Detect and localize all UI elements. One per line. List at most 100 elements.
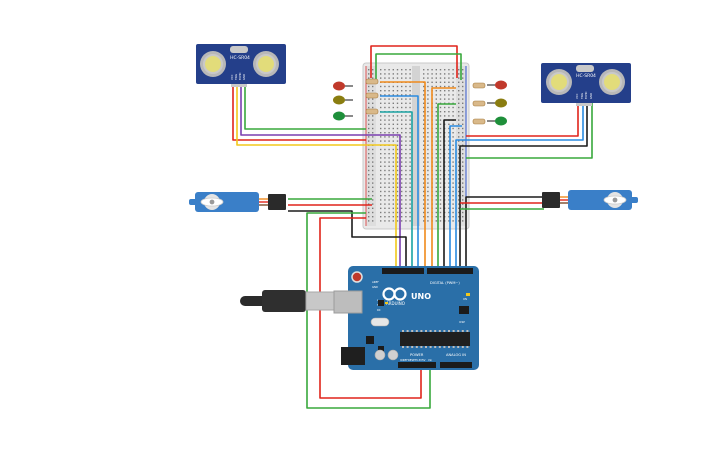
breadboard-hole	[452, 207, 454, 209]
breadboard-hole	[372, 161, 374, 163]
servo-right[interactable]	[542, 190, 638, 210]
breadboard-hole	[435, 169, 437, 172]
breadboard-hole	[372, 195, 374, 197]
breadboard-hole	[462, 98, 464, 100]
breadboard-hole	[388, 220, 390, 222]
breadboard-hole	[405, 94, 407, 96]
breadboard-hole	[405, 195, 407, 197]
breadboard-hole	[368, 161, 370, 163]
breadboard-hole	[439, 106, 442, 109]
breadboard-hole	[448, 195, 450, 197]
breadboard-hole	[384, 174, 386, 176]
breadboard-hole	[409, 106, 411, 109]
breadboard-hole	[388, 186, 390, 188]
breadboard-hole	[427, 136, 429, 138]
breadboard-hole	[462, 136, 464, 138]
breadboard-hole	[452, 216, 454, 218]
breadboard-hole	[396, 161, 399, 163]
breadboard-hole	[462, 216, 464, 218]
breadboard-hole	[405, 106, 407, 109]
ultrasonic-sensor-right[interactable]: HC-SR04 VCC TRIG ECHO GND	[541, 63, 631, 106]
resistor-right-2[interactable]	[472, 100, 486, 107]
breadboard-hole	[458, 111, 460, 113]
breadboard-hole	[388, 148, 390, 151]
breadboard-hole	[368, 69, 370, 71]
breadboard-hole	[396, 123, 399, 125]
resistor-left-2[interactable]	[365, 92, 379, 99]
breadboard-hole	[401, 195, 403, 197]
breadboard-hole	[388, 119, 390, 121]
breadboard-hole	[409, 161, 411, 163]
breadboard-hole	[368, 207, 370, 209]
ultrasonic-sensor-left[interactable]: HC-SR04 VCC TRIG ECHO GND	[196, 44, 286, 87]
breadboard-hole	[462, 115, 464, 117]
breadboard-hole	[423, 190, 425, 193]
breadboard-hole	[372, 85, 374, 88]
breadboard-hole	[409, 169, 411, 172]
led-left-green[interactable]	[333, 111, 353, 121]
breadboard-hole	[368, 178, 370, 180]
breadboard-hole	[427, 190, 429, 193]
breadboard-hole	[423, 186, 425, 188]
breadboard-hole	[452, 157, 454, 159]
led-left-yellow[interactable]	[333, 95, 353, 105]
breadboard-hole	[401, 182, 403, 184]
breadboard-hole	[401, 199, 403, 201]
resistor-left-3[interactable]	[365, 108, 379, 115]
breadboard-hole	[384, 182, 386, 184]
led-left-green-body	[333, 111, 345, 121]
breadboard-hole	[439, 165, 442, 167]
breadboard-hole	[372, 216, 374, 218]
breadboard-hole	[384, 94, 386, 96]
wire-led-left-2	[380, 95, 419, 268]
label-reset: RESET	[408, 358, 417, 362]
resistor-right-3[interactable]	[472, 118, 486, 125]
breadboard-hole	[439, 216, 442, 218]
breadboard-hole	[452, 211, 454, 214]
power-label: POWER	[410, 353, 424, 357]
breadboard-hole	[462, 85, 464, 88]
breadboard-hole	[431, 81, 433, 83]
breadboard-hole	[380, 132, 382, 134]
usb-cable[interactable]	[240, 290, 337, 312]
led-right-yellow[interactable]	[487, 98, 507, 108]
chip-pin	[466, 346, 469, 348]
led-right-red[interactable]	[487, 80, 507, 90]
breadboard-hole	[452, 195, 454, 197]
led-right-green[interactable]	[487, 116, 507, 126]
servo-left[interactable]	[189, 192, 286, 212]
breadboard-hole	[392, 140, 394, 142]
breadboard-hole	[448, 157, 450, 159]
reset-button[interactable]	[351, 271, 363, 283]
breadboard-hole	[388, 182, 390, 184]
breadboard-hole	[368, 77, 370, 79]
breadboard-hole	[388, 90, 390, 92]
arduino-uno[interactable]: ARDUINO UNO DIGITAL (PWM~) POWER ANALOG …	[333, 266, 479, 370]
breadboard-hole	[458, 153, 460, 155]
breadboard-hole	[435, 144, 437, 146]
breadboard-hole	[380, 220, 382, 222]
resistor-right-1[interactable]	[472, 82, 486, 89]
breadboard-hole	[423, 144, 425, 146]
breadboard-hole	[435, 81, 437, 83]
breadboard-hole	[380, 85, 382, 88]
chip-pin	[420, 346, 423, 348]
breadboard-hole	[444, 111, 446, 113]
wire-top-red	[370, 45, 458, 78]
breadboard-hole	[452, 140, 454, 142]
breadboard-hole	[392, 102, 394, 104]
breadboard-hole	[435, 106, 437, 109]
breadboard-hole	[439, 148, 442, 151]
breadboard-hole	[388, 178, 390, 180]
breadboard-hole	[462, 148, 464, 151]
breadboard-hole	[380, 98, 382, 100]
breadboard-hole	[388, 199, 390, 201]
led-left-red[interactable]	[333, 81, 353, 91]
sensor-left-pin-trig: TRIG	[234, 74, 238, 80]
wire-right-sensor-vcc	[466, 100, 579, 137]
breadboard-hole	[439, 140, 442, 142]
breadboard-hole	[388, 165, 390, 167]
breadboard-hole	[405, 123, 407, 125]
chip-pin	[434, 346, 437, 348]
resistor-left-1[interactable]	[365, 78, 379, 85]
